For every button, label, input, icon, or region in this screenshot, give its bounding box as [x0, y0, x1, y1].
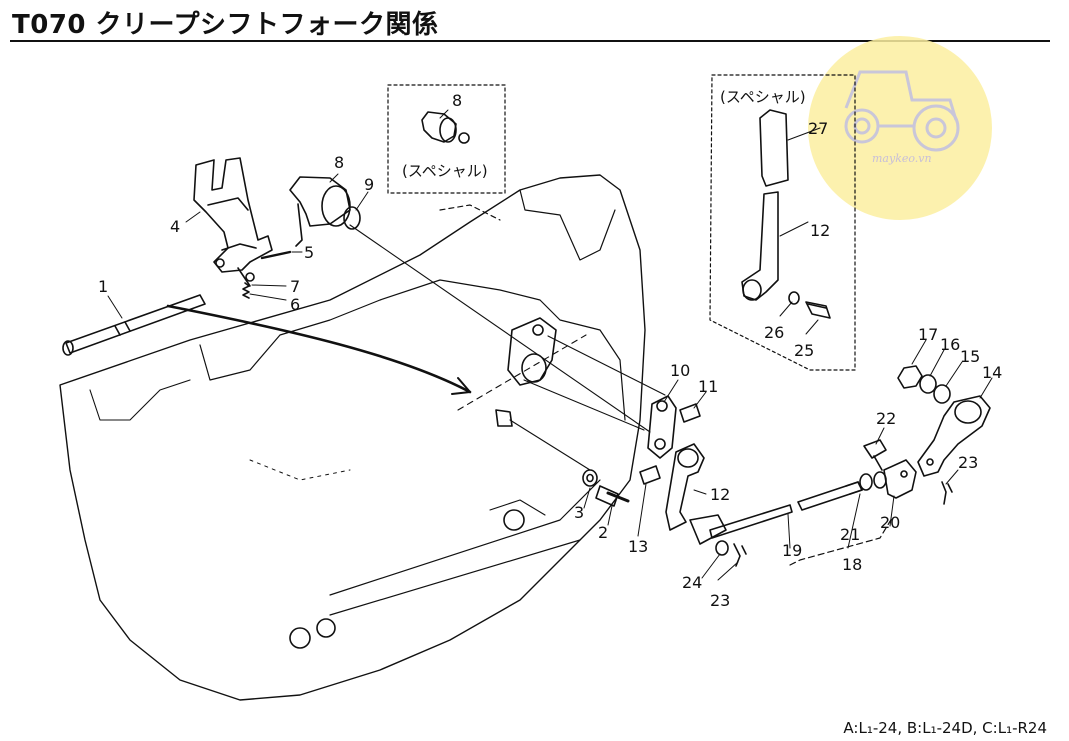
callout-25: 25 — [794, 341, 814, 360]
part-17-nut — [897, 365, 923, 389]
callout-9: 9 — [364, 175, 374, 194]
mounting-plate — [495, 317, 557, 427]
callout-10: 10 — [670, 361, 690, 380]
callout-15: 15 — [960, 347, 980, 366]
part-4-shift-fork — [193, 157, 273, 287]
part-11-bolt — [679, 403, 701, 423]
callout-18: 18 — [842, 555, 862, 574]
special-knob-box — [709, 74, 856, 371]
part-18-rod — [797, 481, 863, 511]
callout-23-left: 23 — [710, 591, 730, 610]
special-label-right: (スペシャル) — [720, 88, 806, 106]
part-2-bolt — [595, 485, 630, 507]
callout-4: 4 — [170, 217, 180, 236]
callout-16: 16 — [940, 335, 960, 354]
part-10-link-plate — [647, 395, 677, 459]
callout-20: 20 — [880, 513, 900, 532]
callout-26: 26 — [764, 323, 784, 342]
part-14-arm — [917, 395, 991, 477]
callout-19: 19 — [782, 541, 802, 560]
callout-21: 21 — [840, 525, 860, 544]
page-title: T070 クリープシフトフォーク関係 — [12, 10, 439, 40]
watermark-logo: maykeo.vn — [808, 36, 992, 220]
part-7-ball — [245, 272, 255, 282]
part-3-washer — [582, 469, 598, 487]
callout-12: 12 — [710, 485, 730, 504]
part-5-pin — [260, 250, 292, 260]
watermark-text: maykeo.vn — [872, 152, 932, 165]
part-12-special-arm — [741, 191, 779, 301]
title-rule — [10, 40, 1050, 42]
callout-2: 2 — [598, 523, 608, 542]
part-23-cotter-pin-a — [941, 481, 953, 505]
part-23-cotter-pin-b — [733, 543, 747, 567]
part-8-shift-lever — [289, 176, 351, 247]
part-19-rod — [709, 504, 793, 539]
callout-22: 22 — [876, 409, 896, 428]
callout-24: 24 — [682, 573, 702, 592]
callout-labels: 1 2 3 4 5 6 7 8 8 9 10 11 12 12 13 14 15… — [98, 91, 1002, 610]
callout-7: 7 — [290, 277, 300, 296]
callout-1: 1 — [98, 277, 108, 296]
part-16-washer — [919, 374, 937, 394]
model-footnote: A:L₁-24, B:L₁-24D, C:L₁-R24 — [843, 719, 1047, 737]
special-label-left: (スペシャル) — [402, 162, 488, 180]
callout-14: 14 — [982, 363, 1002, 382]
callout-27: 27 — [808, 119, 828, 138]
callout-8: 8 — [334, 153, 344, 172]
callout-6: 6 — [290, 295, 300, 314]
part-18-bracket — [789, 517, 893, 566]
part-15-washer — [933, 384, 951, 404]
transmission-housing — [59, 174, 646, 701]
callout-11: 11 — [698, 377, 718, 396]
part-9-o-ring — [343, 206, 361, 230]
leader-lines — [349, 224, 666, 471]
part-25-bolt — [805, 301, 831, 319]
part-26-washer — [788, 291, 800, 305]
part-13-bolt — [639, 465, 661, 485]
callout-5: 5 — [304, 243, 314, 262]
part-27-knob — [759, 109, 789, 187]
part-21-nut — [859, 471, 887, 491]
callout-23-right: 23 — [958, 453, 978, 472]
callout-8-special: 8 — [452, 91, 462, 110]
part-24-washer — [715, 540, 729, 556]
special-lever-box — [387, 84, 506, 194]
callout-17: 17 — [918, 325, 938, 344]
part-6-spring — [242, 282, 250, 299]
callout-13: 13 — [628, 537, 648, 556]
part-20-clevis — [883, 459, 917, 499]
callout-3: 3 — [574, 503, 584, 522]
callout-leaders — [107, 109, 993, 581]
part-1-shift-rod — [62, 294, 206, 356]
callout-12-special: 12 — [810, 221, 830, 240]
assembly-arrow — [166, 304, 472, 395]
part-12-arm — [665, 443, 727, 545]
part-22-pin — [863, 439, 887, 471]
